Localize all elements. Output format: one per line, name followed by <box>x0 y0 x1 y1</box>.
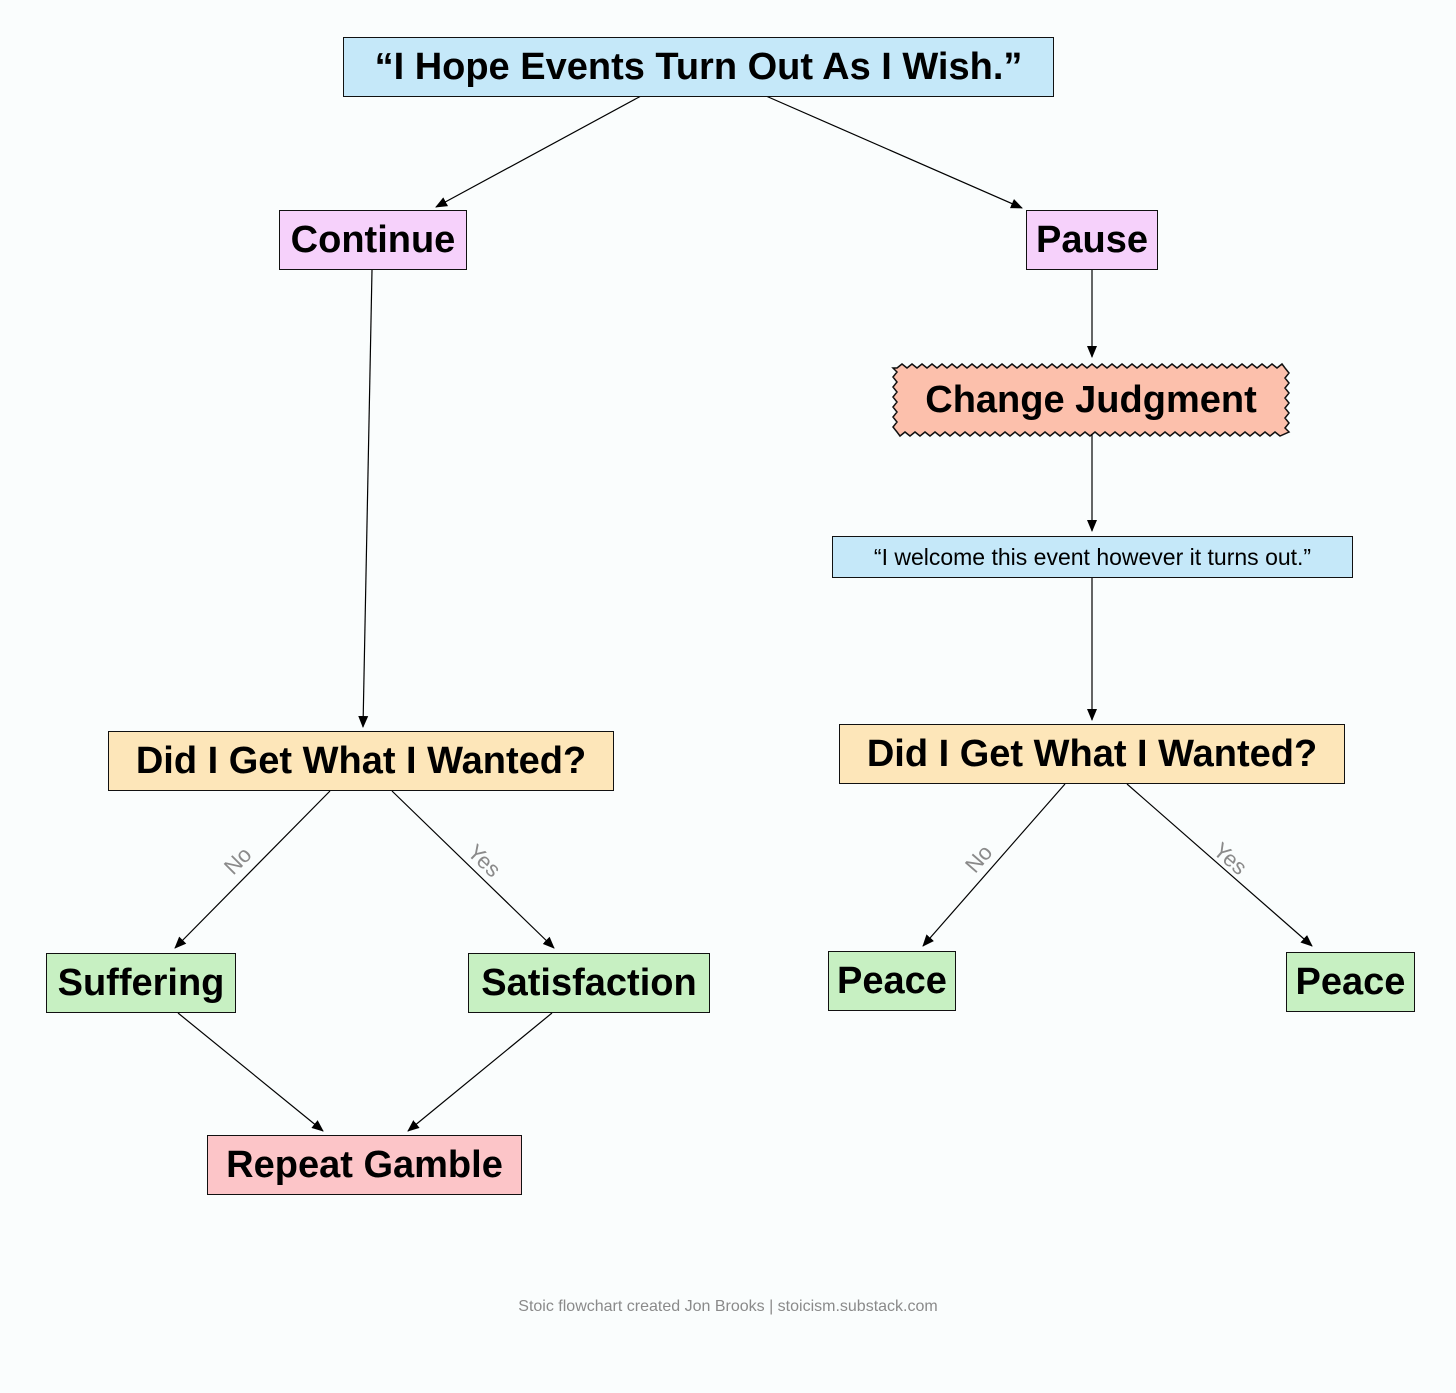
pause-node-label: Pause <box>1036 218 1148 261</box>
peace-right-label: Peace <box>1295 960 1406 1003</box>
change-judgment-shape <box>891 362 1291 438</box>
edge-start-continue <box>435 95 642 208</box>
did-left-node: Did I Get What I Wanted? <box>108 731 614 791</box>
peace-left-label: Peace <box>837 959 947 1002</box>
change-judgment-node: Change Judgment <box>893 366 1289 434</box>
continue-node: Continue <box>279 210 467 270</box>
edge-did-left-no <box>174 790 331 949</box>
edge-continue-did <box>358 269 373 728</box>
edge-satisfaction-repeat <box>407 1012 553 1132</box>
did-right-label: Did I Get What I Wanted? <box>866 732 1318 775</box>
did-left-label: Did I Get What I Wanted? <box>135 739 587 782</box>
change-judgment-label: Change Judgment <box>925 378 1257 421</box>
edge-did-right-no <box>922 783 1066 947</box>
start-node-label: “I Hope Events Turn Out As I Wish.” <box>374 45 1023 88</box>
welcome-node-label: “I welcome this event however it turns o… <box>873 543 1312 570</box>
edge-start-pause <box>765 95 1023 209</box>
satisfaction-node: Satisfaction <box>468 953 710 1013</box>
edge-did-right-yes <box>1126 783 1313 947</box>
repeat-gamble-node: Repeat Gamble <box>207 1135 522 1195</box>
repeat-gamble-label: Repeat Gamble <box>226 1143 503 1186</box>
suffering-node: Suffering <box>46 953 236 1013</box>
satisfaction-label: Satisfaction <box>481 961 697 1004</box>
continue-node-label: Continue <box>290 218 456 261</box>
did-right-node: Did I Get What I Wanted? <box>839 724 1345 784</box>
peace-right-node: Peace <box>1286 952 1415 1012</box>
start-node: “I Hope Events Turn Out As I Wish.” <box>343 37 1054 97</box>
pause-node: Pause <box>1026 210 1158 270</box>
welcome-node: “I welcome this event however it turns o… <box>832 536 1353 578</box>
edge-suffering-repeat <box>177 1012 324 1132</box>
edge-did-left-yes <box>391 790 555 949</box>
credit-text: Stoic flowchart created Jon Brooks | sto… <box>518 1298 938 1315</box>
suffering-label: Suffering <box>57 961 225 1004</box>
peace-left-node: Peace <box>828 951 956 1011</box>
